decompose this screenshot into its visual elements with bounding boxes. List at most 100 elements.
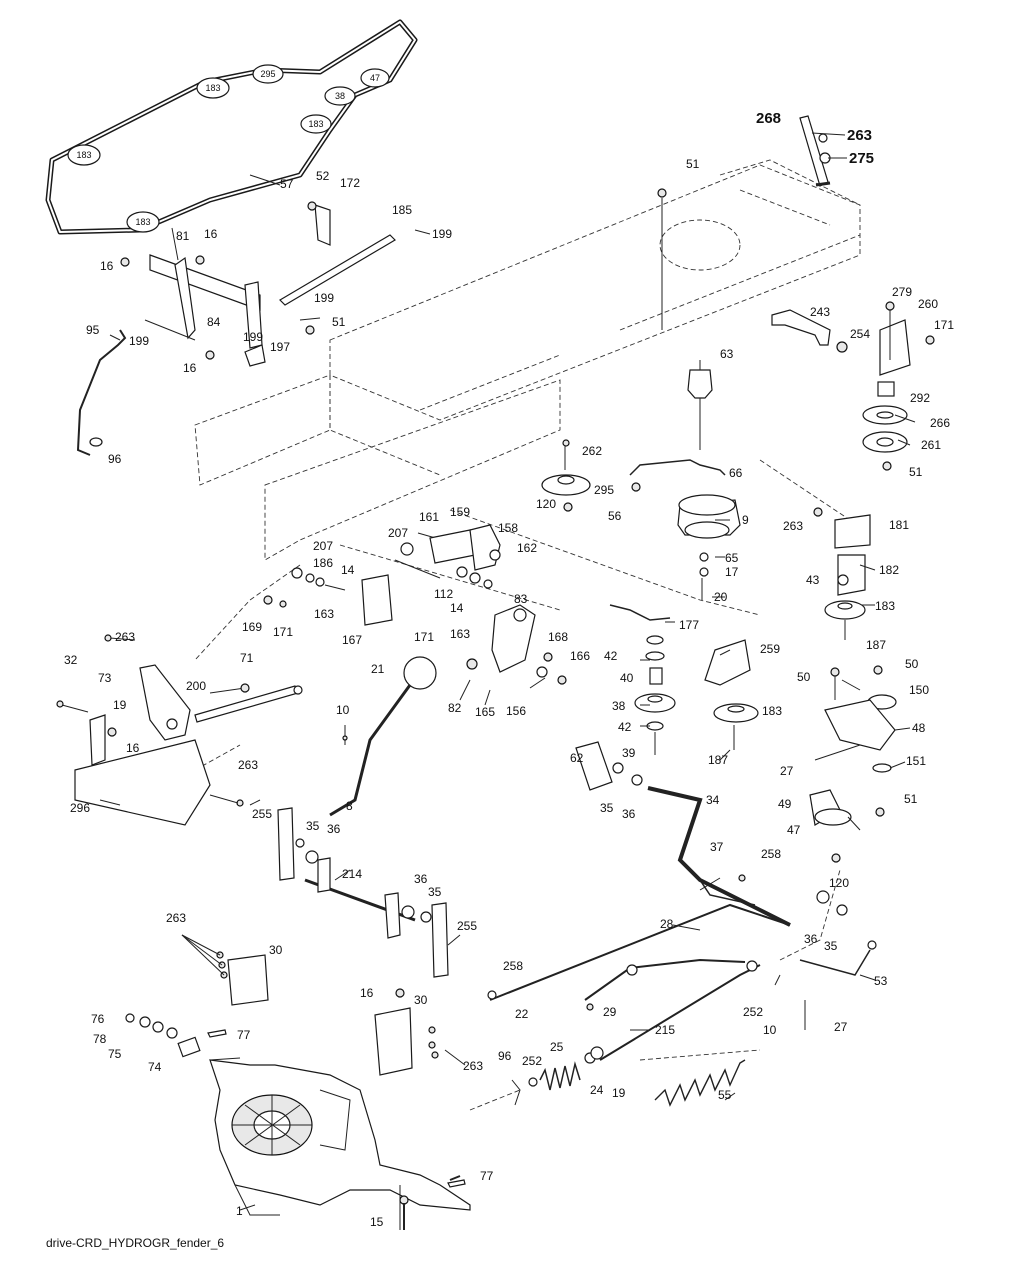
callout-185: 185 — [392, 203, 412, 217]
callout-120a: 120 — [536, 497, 556, 511]
callout-20: 20 — [714, 590, 728, 604]
callout-34: 34 — [706, 793, 720, 807]
callout-36a: 36 — [622, 807, 636, 821]
bracket-30-center — [374, 988, 439, 1076]
callout-263f: 263 — [463, 1059, 483, 1073]
callout-35b: 35 — [306, 819, 320, 833]
callout-199a: 199 — [432, 227, 452, 241]
shift-lever — [329, 656, 437, 817]
callout-200: 200 — [186, 679, 206, 693]
callout-78: 78 — [93, 1032, 107, 1046]
callout-255a: 255 — [252, 807, 272, 821]
callout-169: 169 — [242, 620, 262, 634]
callout-197: 197 — [270, 340, 290, 354]
callout-16a: 16 — [100, 259, 114, 273]
callout-36d: 36 — [804, 932, 818, 946]
callout-77b: 77 — [480, 1169, 494, 1183]
callout-295: 295 — [594, 483, 614, 497]
center-clutch — [629, 188, 741, 600]
right-mid-parts — [813, 507, 871, 640]
callout-171b: 171 — [414, 630, 434, 644]
callout-42a: 42 — [604, 649, 618, 663]
callout-53: 53 — [874, 974, 888, 988]
callout-292: 292 — [910, 391, 930, 405]
belt-pulley-label-3: 47 — [370, 73, 380, 83]
right-lower-assembly — [809, 665, 897, 863]
callout-56: 56 — [608, 509, 622, 523]
callout-62: 62 — [570, 751, 584, 765]
leader-lines — [99, 132, 916, 1211]
callout-171c: 171 — [273, 625, 293, 639]
left-bracket-assembly — [56, 634, 303, 826]
callout-159: 159 — [450, 505, 470, 519]
callout-75: 75 — [108, 1047, 122, 1061]
callout-163a: 163 — [314, 607, 334, 621]
callout-35d: 35 — [824, 939, 838, 953]
rod-assembly — [575, 741, 877, 976]
springs — [511, 1046, 746, 1107]
callout-260: 260 — [918, 297, 938, 311]
upper-left-linkage — [120, 201, 431, 367]
callout-22: 22 — [515, 1007, 529, 1021]
callout-16e: 16 — [360, 986, 374, 1000]
callout-16d: 16 — [126, 741, 140, 755]
callout-49: 49 — [778, 797, 792, 811]
callout-76: 76 — [91, 1012, 105, 1026]
callout-84: 84 — [207, 315, 221, 329]
callout-51b: 51 — [686, 157, 700, 171]
callout-183a: 183 — [875, 599, 895, 613]
belt-pulley-2: 295 — [252, 64, 284, 84]
callout-36c: 36 — [414, 872, 428, 886]
callout-10b: 10 — [763, 1023, 777, 1037]
callout-51a: 51 — [332, 315, 346, 329]
callout-243: 243 — [810, 305, 830, 319]
callout-268: 268 — [756, 110, 781, 127]
callout-259: 259 — [760, 642, 780, 656]
washer-stack — [125, 1013, 227, 1058]
callout-261: 261 — [921, 438, 941, 452]
right-upper-parts — [771, 301, 935, 471]
belt-pulleys: 183 295 47 38 183 183 183 — [67, 64, 390, 233]
callout-112: 112 — [434, 587, 453, 601]
callout-263c: 263 — [115, 630, 135, 644]
callout-14a: 14 — [341, 563, 355, 577]
callout-263b: 263 — [783, 519, 803, 533]
callout-15: 15 — [370, 1215, 384, 1229]
callout-83: 83 — [514, 592, 528, 606]
callout-42b: 42 — [618, 720, 632, 734]
callout-171a: 171 — [934, 318, 954, 332]
callout-40: 40 — [620, 671, 634, 685]
callout-199c: 199 — [243, 330, 263, 344]
callout-25: 25 — [550, 1040, 564, 1054]
callout-252a: 252 — [743, 1005, 763, 1019]
callout-27b: 27 — [834, 1020, 848, 1034]
spindle-column — [609, 604, 759, 755]
callout-29: 29 — [603, 1005, 617, 1019]
drive-belt — [45, 19, 418, 235]
belt-pulley-1: 183 — [196, 77, 230, 99]
callout-266: 266 — [930, 416, 950, 430]
callout-32: 32 — [64, 653, 78, 667]
callout-74: 74 — [148, 1060, 162, 1074]
callout-36b: 36 — [327, 822, 341, 836]
callout-258b: 258 — [503, 959, 523, 973]
callout-65: 65 — [725, 551, 739, 565]
callout-252b: 252 — [522, 1054, 542, 1068]
diagram-caption: drive-CRD_HYDROGR_fender_6 — [46, 1236, 225, 1250]
callout-255b: 255 — [457, 919, 477, 933]
bolts-lower — [399, 1179, 466, 1230]
callout-120b: 120 — [829, 876, 849, 890]
callout-214: 214 — [342, 867, 362, 881]
callout-187a: 187 — [866, 638, 886, 652]
callout-207b: 207 — [313, 539, 333, 553]
callout-96b: 96 — [498, 1049, 512, 1063]
callout-37: 37 — [710, 840, 724, 854]
callout-187b: 187 — [708, 753, 728, 767]
rods-22-28-215 — [487, 903, 806, 1061]
callout-162: 162 — [517, 541, 537, 555]
callout-1: 1 — [236, 1204, 243, 1218]
callout-275: 275 — [849, 150, 874, 167]
callout-177: 177 — [679, 618, 699, 632]
callout-181: 181 — [889, 518, 909, 532]
